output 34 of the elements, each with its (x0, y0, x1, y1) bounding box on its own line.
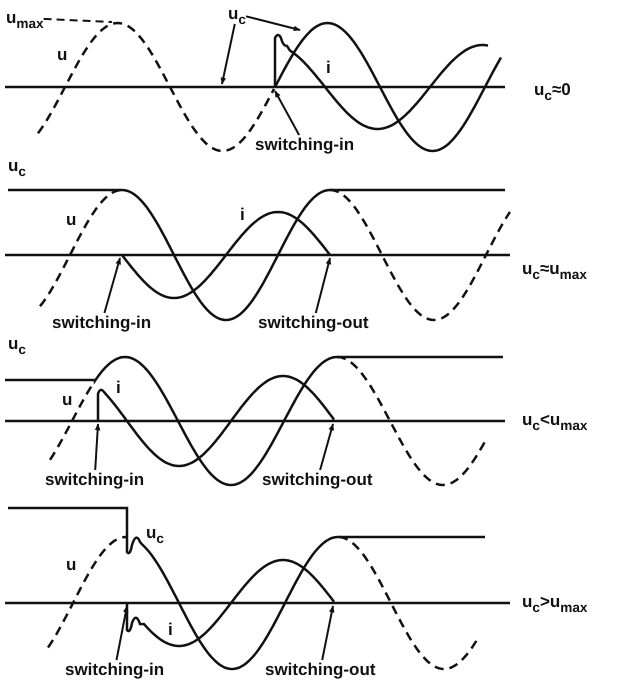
signal-label: i (326, 58, 331, 78)
event-label: switching-in (45, 470, 144, 490)
signal-label: u$_{c}$ (146, 523, 164, 543)
signal-label: i (168, 620, 173, 640)
arrow (220, 24, 236, 85)
arrow (116, 605, 129, 660)
event-label: switching-out (258, 313, 368, 333)
arrow (94, 423, 100, 470)
arrow (246, 15, 301, 32)
signal-label: u (57, 45, 68, 65)
condition-label: u$_{c}$≈0 (534, 80, 571, 100)
arrow (314, 257, 332, 314)
arrow (319, 423, 334, 470)
arrow (321, 605, 334, 660)
condition-label: u$_{c}$>u$_{max}$ (522, 592, 588, 612)
event-label: switching-out (262, 470, 372, 490)
signal-label: u$_{max}$ (6, 8, 44, 28)
event-label: switching-out (265, 660, 376, 680)
signal-label: u (66, 210, 76, 230)
condition-label: u$_{c}$<u$_{max}$ (522, 410, 588, 430)
signal-label: u (62, 390, 72, 410)
signal-label: i (116, 378, 121, 398)
leader-line (44, 18, 112, 23)
signal-label: u (66, 555, 76, 575)
arrow (274, 90, 300, 136)
condition-label: u$_{c}$≈u$_{max}$ (522, 259, 587, 279)
signal-label: u$_{c}$ (228, 4, 246, 24)
event-label: switching-in (52, 313, 152, 333)
event-label: switching-in (65, 660, 164, 680)
signal-label: i (240, 205, 245, 225)
signal-label: u$_{c}$ (8, 156, 26, 176)
event-label: switching-in (255, 135, 354, 155)
signal-label: u$_{c}$ (8, 334, 26, 354)
arrow (103, 257, 121, 314)
